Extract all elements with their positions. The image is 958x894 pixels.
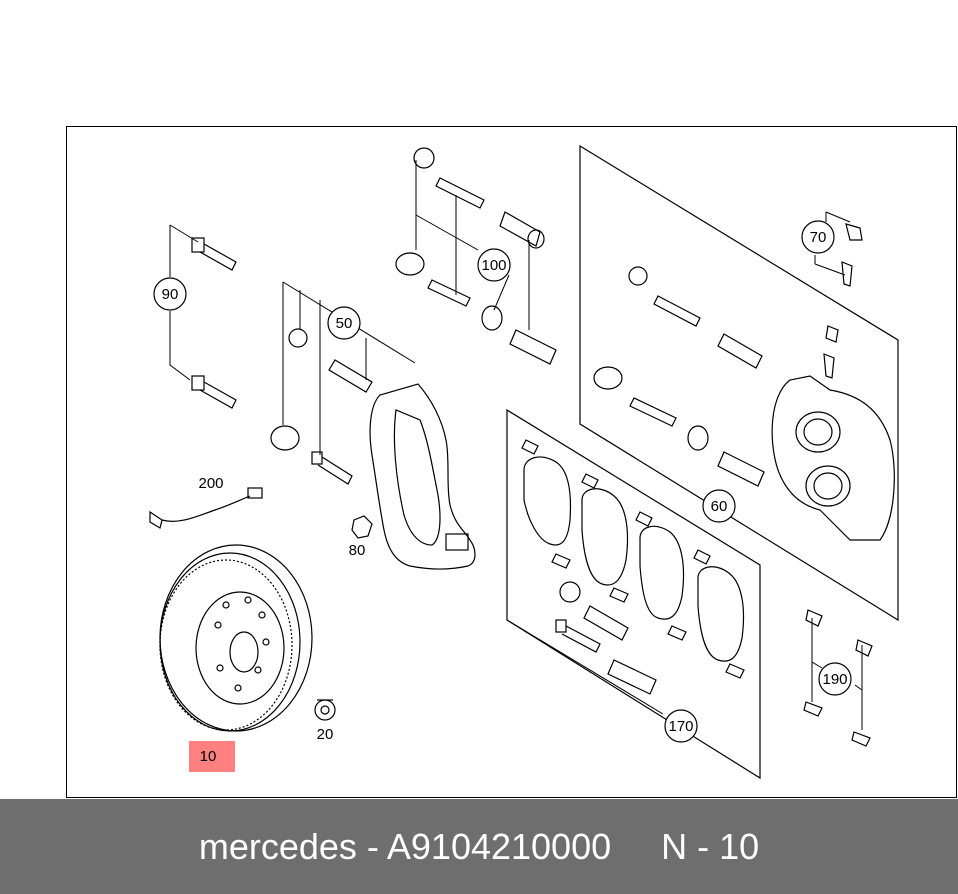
svg-text:100: 100 (481, 257, 506, 274)
footer-caption: mercedes - A9104210000 N - 10 (198, 826, 760, 867)
guide-bolt-50 (311, 451, 353, 485)
sensor-clips-190 (803, 609, 873, 747)
callout-90: 90 (153, 277, 187, 311)
highlight-label-10: 10 (189, 741, 235, 772)
label-80: 80 (349, 542, 366, 559)
label-200: 200 (198, 475, 223, 492)
guide-pin-50 (328, 359, 373, 393)
caliper-pins-60 (593, 266, 765, 487)
caliper-carrier (369, 383, 476, 570)
bolt-80 (351, 515, 373, 539)
cap-nut (314, 699, 336, 721)
callout-50: 50 (327, 306, 361, 340)
label-20: 20 (317, 726, 334, 743)
pad-group-frame (506, 408, 761, 780)
bolt-lower (191, 375, 237, 409)
callout-170: 170 (664, 709, 698, 743)
callout-70: 70 (801, 220, 835, 254)
svg-text:190: 190 (822, 671, 847, 688)
svg-text:10: 10 (200, 748, 217, 765)
brake-disc (159, 544, 313, 732)
pad-pins-170 (555, 581, 657, 695)
svg-text:90: 90 (162, 286, 179, 303)
callout-100: 100 (477, 248, 511, 282)
wear-sensor (149, 487, 263, 529)
repair-kit-100 (395, 147, 557, 365)
footer-bar (0, 799, 958, 894)
caliper-housing (771, 375, 895, 541)
svg-text:170: 170 (668, 718, 693, 735)
bleeder-valves-70 (823, 223, 863, 379)
boot-50 (270, 328, 308, 451)
svg-text:50: 50 (336, 315, 353, 332)
callout-190: 190 (818, 662, 852, 696)
svg-text:70: 70 (810, 229, 827, 246)
callout-60: 60 (702, 489, 736, 523)
caliper-group-frame (579, 144, 899, 622)
svg-text:60: 60 (711, 498, 728, 515)
bolt-upper (191, 237, 237, 271)
brake-pads (521, 439, 745, 679)
